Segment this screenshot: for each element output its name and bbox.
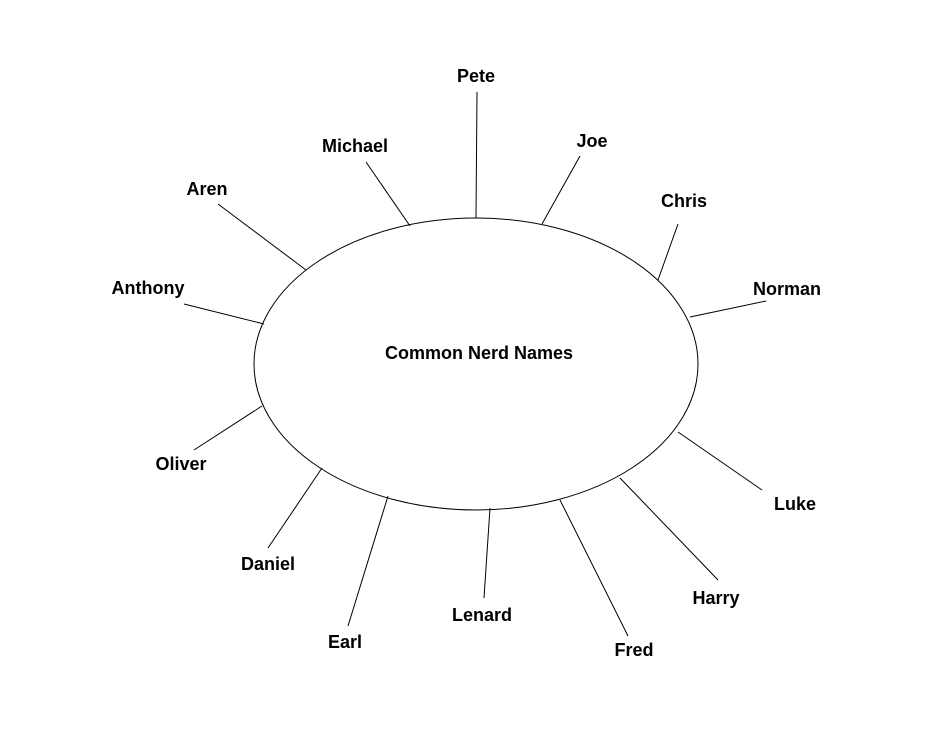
name-label-joe: Joe (576, 131, 608, 151)
name-label-michael: Michael (321, 136, 389, 156)
name-label-luke: Luke (773, 494, 817, 514)
spoke-oliver (193, 405, 263, 451)
spoke-fred (559, 499, 629, 637)
spoke-michael (365, 161, 411, 227)
spoke-aren (217, 203, 307, 271)
name-label-fred: Fred (614, 640, 654, 660)
spoke-pete (475, 91, 478, 219)
center-ellipse (253, 217, 699, 511)
name-label-harry: Harry (692, 588, 740, 608)
spoke-harry (619, 477, 719, 581)
spoke-norman (689, 300, 767, 318)
spoke-luke (677, 431, 763, 491)
name-label-aren: Aren (186, 179, 228, 199)
name-label-oliver: Oliver (155, 454, 207, 474)
name-label-chris: Chris (660, 191, 708, 211)
spoke-chris (657, 223, 679, 281)
spoke-anthony (183, 303, 265, 325)
name-label-daniel: Daniel (240, 554, 296, 574)
spoke-joe (541, 155, 581, 225)
name-label-earl: Earl (327, 632, 363, 652)
name-label-norman: Norman (752, 279, 822, 299)
center-title: Common Nerd Names (384, 343, 574, 363)
spoke-lenard (483, 507, 491, 599)
name-label-pete: Pete (456, 66, 496, 86)
spoke-earl (347, 495, 389, 627)
name-label-lenard: Lenard (451, 605, 513, 625)
name-label-anthony: Anthony (111, 278, 185, 298)
spokes (183, 91, 767, 637)
spoke-daniel (267, 467, 323, 549)
